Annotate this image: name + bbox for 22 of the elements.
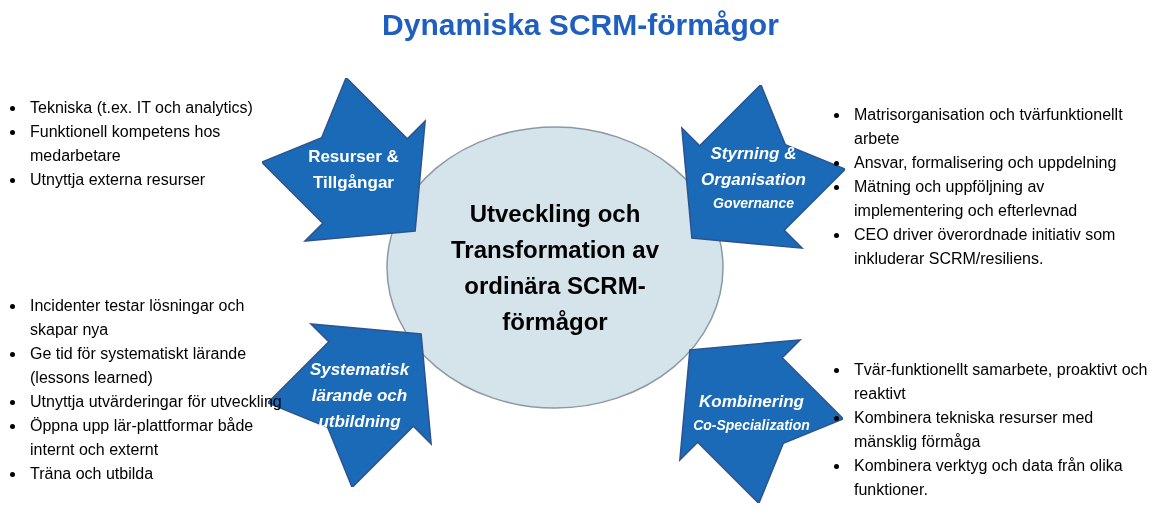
bullet-text: CEO driver överordnade initiativ som inkluderar SCRM/resiliens. xyxy=(854,226,1116,267)
bullet-text: Kombinera tekniska resurser med mänsklig förmåga xyxy=(854,409,1094,450)
bullet-text: Mätning och uppföljning av implementering och efterlevnad xyxy=(854,178,1078,219)
arrow-label: Systematisk lärande och utbildning xyxy=(308,358,411,433)
arrow-label: Styrning & Organisation xyxy=(700,142,807,191)
bullet-text: Tekniska (t.ex. IT och analytics) xyxy=(30,99,253,116)
bullet-text: Träna och utbilda xyxy=(30,465,154,482)
arrow-label: Resurser & Tillgångar xyxy=(307,145,400,194)
bullet-text: Öppna upp lär-plattformar både internt och externt xyxy=(30,417,254,458)
diagram-title: Dynamiska SCRM-förmågor xyxy=(381,8,780,42)
arrow-sublabel: Governance xyxy=(713,193,794,213)
bullet-text: Funktionell kompetens hos medarbetare xyxy=(30,123,221,164)
arrow-sublabel: Co-Specialization xyxy=(693,415,810,435)
bullet-text: Ansvar, formalisering och uppdelning xyxy=(854,154,1117,171)
center-label: Utveckling och Transformation av ordinära SCRM-förmågor xyxy=(449,198,661,337)
bullet-text: Incidenter testar lösningar och skapar nya xyxy=(30,297,245,338)
bullet-text: Utnyttja externa resurser xyxy=(30,171,206,188)
bullet-text: Kombinera verktyg och data från olika funktioner. xyxy=(854,457,1123,498)
bullet-text: Tvär-funktionellt samarbete, proaktivt och reaktivt xyxy=(854,361,1148,402)
arrow-label: Kombinering xyxy=(698,390,805,413)
bullet-text: Ge tid för systematiskt lärande (lessons learned) xyxy=(30,345,247,386)
bullet-text: Matrisorganisation och tvärfunktionellt arbete xyxy=(854,106,1123,147)
